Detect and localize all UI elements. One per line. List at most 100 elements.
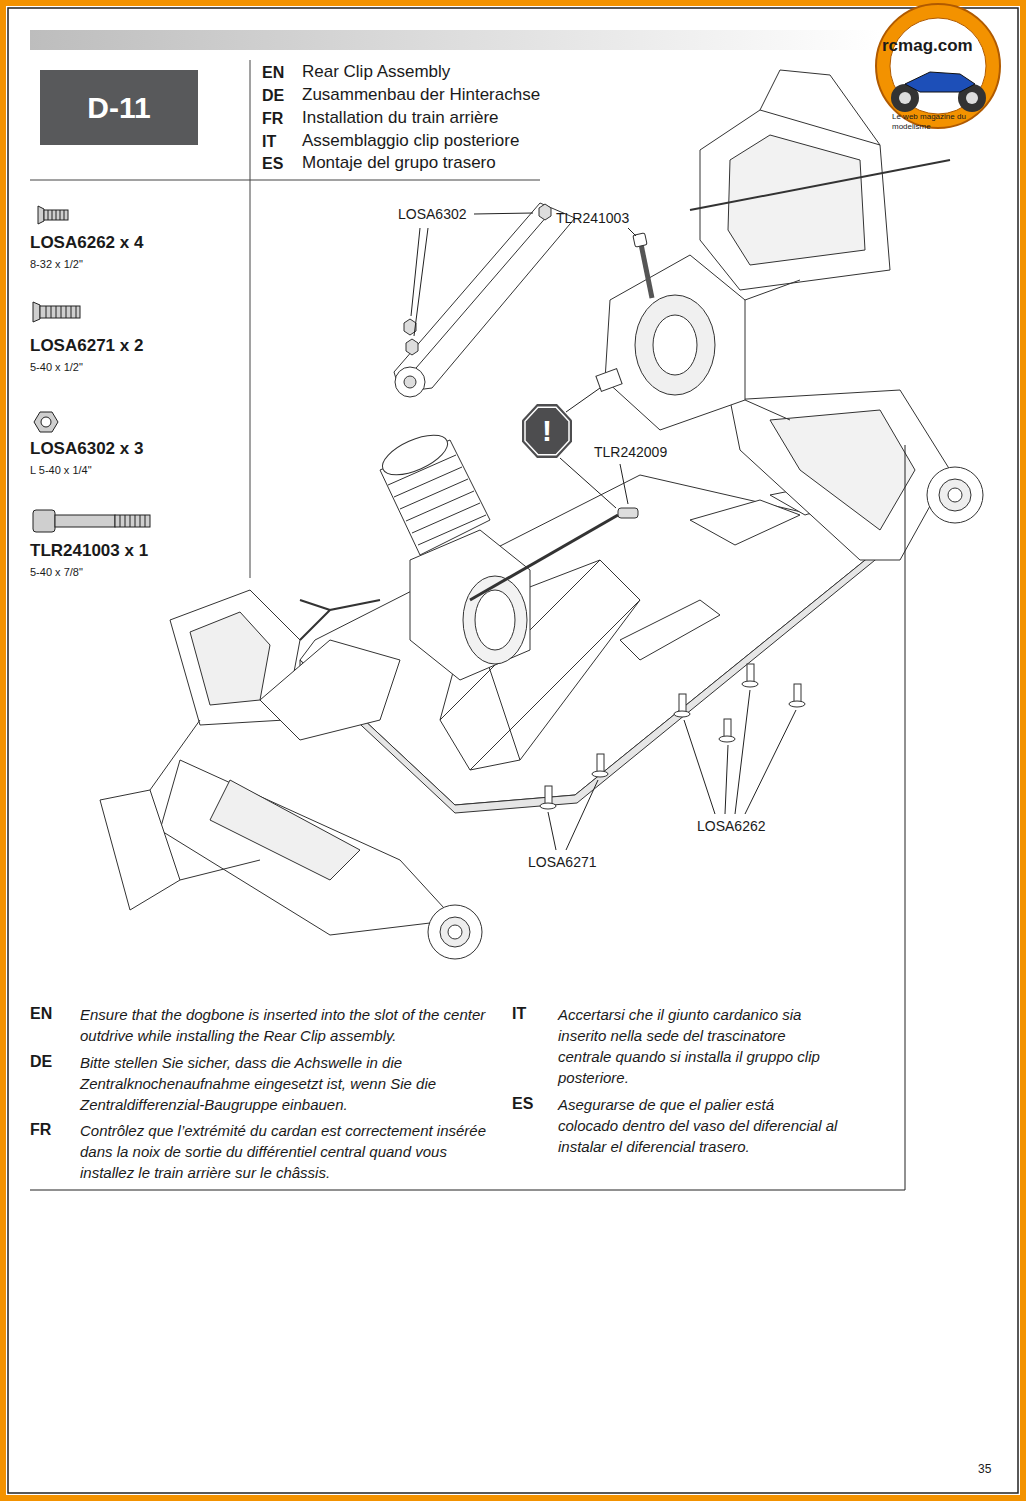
part-callout: TLR241003 (556, 210, 629, 227)
part-callout: LOSA6302 (398, 206, 467, 223)
front-assembly-part (440, 917, 470, 947)
front-assembly-part (100, 790, 180, 910)
part-number: LOSA6262 x 4 (30, 233, 143, 253)
language-code: IT (512, 1004, 526, 1023)
rear-brace-part (410, 215, 548, 375)
rear-clip-assembly-part (605, 255, 745, 430)
part-callout: LOSA6271 (528, 854, 597, 871)
rule-lines-part (250, 180, 540, 181)
rear-clip-assembly-part (728, 135, 865, 265)
header-text: Zusammenbau der Hinterachse (302, 85, 540, 105)
leader-lines-part (620, 464, 628, 504)
motor-assembly-part (475, 590, 515, 650)
page-frame (3, 3, 1023, 1498)
assembly-note: Accertarsi che il giunto cardanico sia i… (558, 1004, 838, 1088)
assembly-note: Contrôlez que l’extrémité du cardan est … (80, 1120, 505, 1183)
language-code: ES (512, 1094, 533, 1113)
front-assembly (100, 590, 482, 959)
rear-clip-assembly-part (745, 280, 800, 420)
leader-lines-part (725, 745, 728, 814)
leader-lines-part (684, 720, 715, 814)
motor-assembly-part (463, 576, 527, 664)
front-assembly-part (428, 905, 482, 959)
step-badge: D-11 (40, 70, 198, 145)
part-icons-part (120, 515, 145, 527)
front-assembly-part (150, 720, 260, 880)
header-bar-part (30, 30, 880, 50)
chassis-screws-part (789, 701, 805, 707)
part-icons-part (40, 306, 80, 318)
part-size: 8-32 x 1/2" (30, 258, 83, 271)
page-frame-part (8, 8, 1018, 1493)
part-icons-part (46, 306, 76, 318)
part-number: LOSA6271 x 2 (30, 336, 143, 356)
header-text: Assemblaggio clip posteriore (302, 131, 519, 151)
language-code: FR (262, 109, 283, 128)
chassis-screws-part (545, 786, 552, 804)
leader-lines-part (566, 780, 598, 850)
part-icons-part (115, 515, 150, 527)
language-code: ES (262, 154, 283, 173)
part-callout: TLR242009 (594, 444, 667, 461)
rear-clip-assembly-part (939, 479, 971, 511)
motor-assembly-part (410, 530, 530, 680)
header-bar (30, 30, 880, 50)
part-size: 5-40 x 7/8" (30, 566, 83, 579)
rear-brace-part (406, 339, 418, 355)
part-icons-part (33, 302, 40, 322)
rear-brace (394, 203, 652, 518)
motor-assembly-part (388, 455, 486, 545)
step-number: D-11 (87, 91, 150, 125)
octagon-inner-ring (525, 407, 569, 455)
language-code: EN (30, 1004, 52, 1023)
rear-clip-assembly-part (760, 70, 880, 145)
leader-lines-part (566, 388, 600, 412)
front-assembly-part (260, 640, 400, 740)
language-code: FR (30, 1120, 51, 1139)
leader-lines-part (474, 213, 533, 214)
assembly-note: Asegurarse de que el palier está colocad… (558, 1094, 838, 1157)
part-icons-part (38, 206, 44, 224)
leader-lines-part (735, 690, 750, 814)
rear-brace-part (404, 376, 416, 388)
chassis-screws-part (597, 754, 604, 772)
part-number: LOSA6302 x 3 (30, 439, 143, 459)
header-text: Rear Clip Assembly (302, 62, 450, 82)
language-code: IT (262, 132, 276, 151)
motor-assembly-part (377, 427, 453, 483)
part-icons-part (34, 412, 58, 432)
logo-badge-part (905, 72, 975, 92)
part-icons-part (44, 210, 68, 220)
chassis-screws-part (724, 719, 731, 737)
header-text: Montaje del grupo trasero (302, 153, 496, 173)
octagon-shape (522, 404, 572, 458)
chassis-plate-part (620, 600, 720, 660)
language-code: DE (262, 86, 284, 105)
assembly-note: Bitte stellen Sie sicher, dass die Achsw… (80, 1052, 505, 1115)
part-icons-part (48, 210, 64, 220)
watermark: Le web magazine du modelisme (892, 112, 992, 131)
rear-clip-assembly-part (635, 295, 715, 395)
chassis-screws-part (794, 684, 801, 702)
chassis-plate-part (690, 500, 800, 545)
rear-clip-assembly-part (653, 315, 697, 375)
front-assembly-part (190, 612, 270, 705)
page-number: 35 (978, 1462, 991, 1476)
chassis-screws (540, 664, 805, 809)
chassis-plate (300, 475, 880, 813)
part-icons-part (55, 515, 115, 527)
part-size: L 5-40 x 1/4" (30, 464, 92, 477)
motor-assembly-part (470, 515, 618, 600)
chassis-screws-part (674, 711, 690, 717)
assembly-note: Ensure that the dogbone is inserted into… (80, 1004, 505, 1046)
rear-clip-assembly-part (700, 110, 890, 290)
language-code: DE (30, 1052, 52, 1071)
rear-clip-assembly-part (730, 390, 950, 560)
rear-clip-assembly-part (927, 467, 983, 523)
part-size: 5-40 x 1/2" (30, 361, 83, 374)
chassis-screws-part (592, 771, 608, 777)
language-code: EN (262, 63, 284, 82)
front-assembly-part (210, 780, 360, 880)
front-assembly-part (448, 925, 462, 939)
